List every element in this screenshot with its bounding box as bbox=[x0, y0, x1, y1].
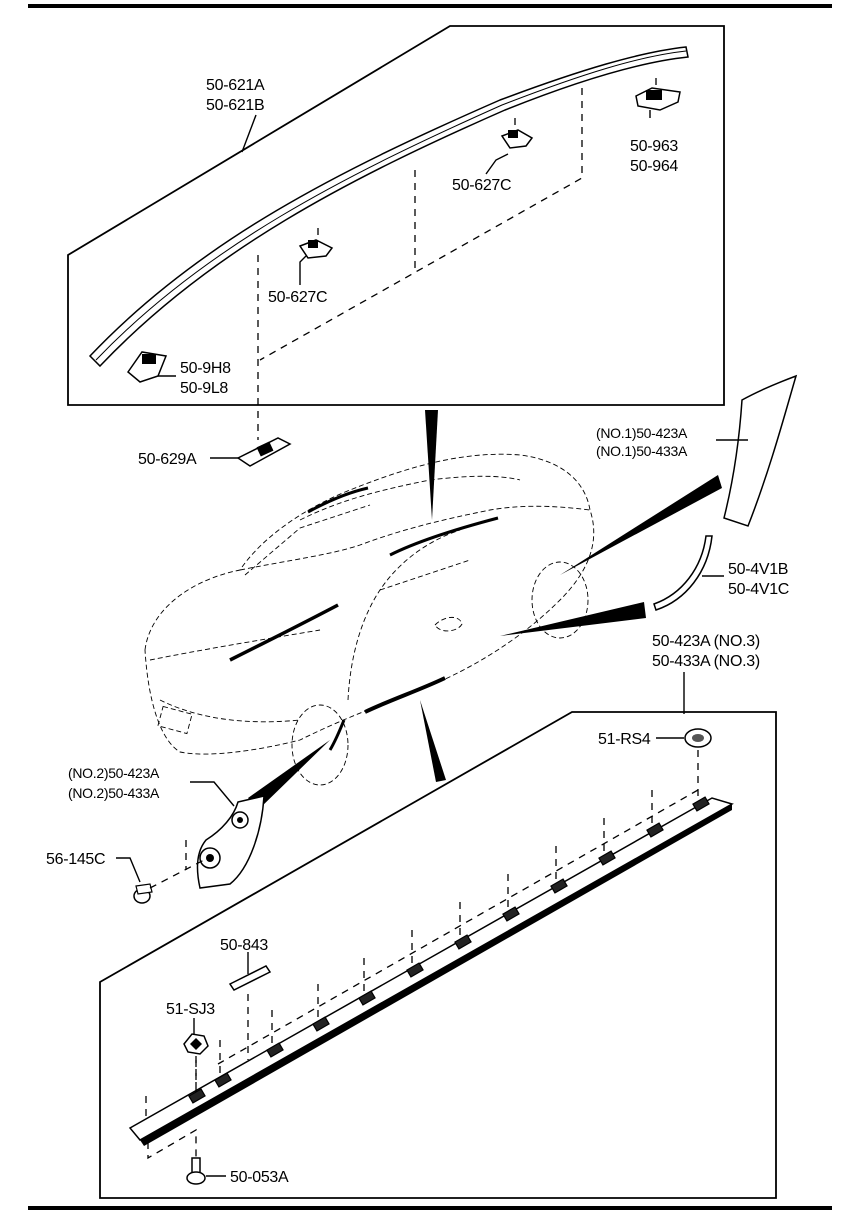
end-piece-icon bbox=[126, 351, 168, 383]
label-strip-843: 50-843 bbox=[220, 937, 268, 954]
nut-icon bbox=[684, 728, 712, 748]
clip-icon bbox=[298, 239, 334, 259]
label-roof-molding-b: 50-621B bbox=[206, 97, 264, 114]
label-roof-end-b: 50-964 bbox=[630, 158, 678, 175]
pointer-wedge bbox=[560, 475, 722, 575]
leader-line bbox=[299, 255, 307, 285]
label-v1b: 50-4V1B bbox=[728, 561, 788, 578]
label-rs4: 51-RS4 bbox=[598, 731, 651, 748]
label-sj3: 51-SJ3 bbox=[166, 1001, 215, 1018]
side-sill-molding-icon bbox=[128, 797, 734, 1146]
pointer-wedge bbox=[248, 740, 330, 810]
label-clip-629: 50-629A bbox=[138, 451, 197, 468]
label-screw-145: 56-145C bbox=[46, 851, 105, 868]
pointer-wedge bbox=[420, 700, 446, 782]
roof-frame bbox=[67, 25, 725, 406]
pointer-wedge bbox=[425, 410, 438, 520]
label-no2-a: (NO.2)50-423A bbox=[68, 765, 160, 781]
car-outline-icon bbox=[144, 453, 595, 786]
dash-line bbox=[259, 88, 583, 361]
pointer-wedge bbox=[500, 602, 646, 636]
clip-icon bbox=[236, 437, 292, 467]
label-roof-end-a: 50-963 bbox=[630, 138, 678, 155]
clip-icon bbox=[500, 129, 534, 149]
leader-line bbox=[485, 153, 509, 175]
strip-icon bbox=[653, 535, 713, 611]
label-no1-b: (NO.1)50-433A bbox=[596, 443, 688, 459]
dash-line bbox=[217, 789, 699, 1065]
screw-icon bbox=[186, 1157, 206, 1185]
screw-icon bbox=[133, 883, 153, 904]
label-front-end-a: 50-9H8 bbox=[180, 360, 231, 377]
dash-line bbox=[149, 859, 205, 889]
strip-icon bbox=[228, 965, 272, 991]
dash-line bbox=[147, 1128, 197, 1160]
fender-molding-icon bbox=[723, 374, 798, 527]
fender-molding-icon bbox=[196, 795, 265, 889]
label-roof-molding-a: 50-621A bbox=[206, 77, 265, 94]
label-v1c: 50-4V1C bbox=[728, 581, 789, 598]
label-no3-a: 50-423A (NO.3) bbox=[652, 633, 760, 650]
leader-line bbox=[241, 114, 257, 153]
roof-molding-icon bbox=[88, 46, 689, 368]
label-clip-front: 50-627C bbox=[268, 289, 327, 306]
leader-line bbox=[190, 781, 235, 807]
nut-icon bbox=[183, 1033, 209, 1055]
label-screw-053: 50-053A bbox=[230, 1169, 289, 1186]
clip-row bbox=[188, 796, 710, 1104]
label-front-end-b: 50-9L8 bbox=[180, 380, 228, 397]
label-no2-b: (NO.2)50-433A bbox=[68, 785, 160, 801]
label-clip-rear: 50-627C bbox=[452, 177, 511, 194]
leader-line bbox=[116, 857, 141, 883]
label-no3-b: 50-433A (NO.3) bbox=[652, 653, 760, 670]
sill-frame bbox=[99, 711, 777, 1199]
label-no1-a: (NO.1)50-423A bbox=[596, 425, 688, 441]
end-piece-icon bbox=[635, 87, 681, 111]
